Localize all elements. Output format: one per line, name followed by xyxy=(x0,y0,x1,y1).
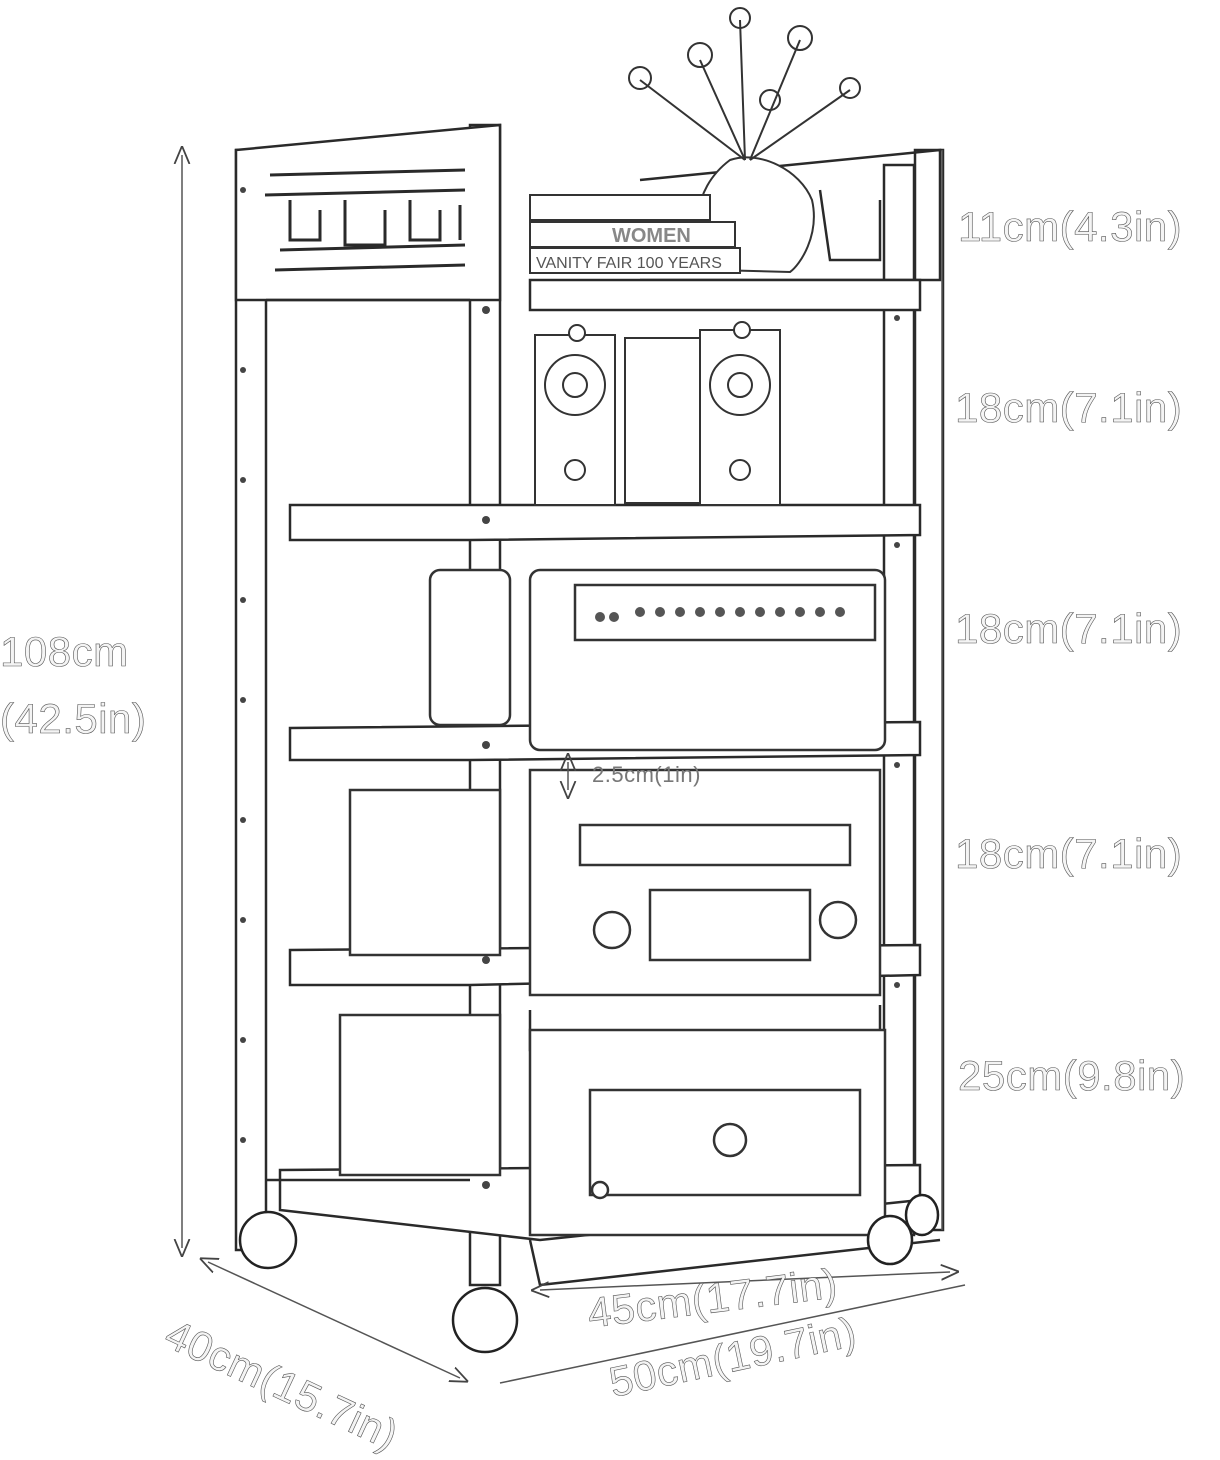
power-amplifier xyxy=(338,1013,887,1237)
shelf-gap-3-label: 18cm(7.1in) xyxy=(955,605,1183,653)
dimension-lines xyxy=(182,150,966,1384)
shelf-thickness-label: 2.5cm(1in) xyxy=(592,762,701,787)
guitar-amp-head xyxy=(428,568,887,752)
total-height-in-label: (42.5in) xyxy=(0,695,147,743)
books: WOMEN VANITY FAIR 100 YEARS xyxy=(529,194,741,274)
shelf-gap-1-label: 11cm(4.3in) xyxy=(958,203,1183,251)
post-holes xyxy=(240,187,900,1189)
shelf-gap-4-label: 18cm(7.1in) xyxy=(955,830,1183,878)
book-title-vanity-fair: VANITY FAIR 100 YEARS xyxy=(536,255,722,272)
inner-width-dimension-line xyxy=(540,1272,950,1290)
total-height-cm-label: 108cm xyxy=(0,628,129,676)
fretwork-pattern xyxy=(264,168,466,272)
book-title-women: WOMEN xyxy=(612,225,691,247)
depth-dimension-line xyxy=(208,1262,460,1378)
av-receiver xyxy=(348,768,882,997)
shelf-gap-5-label: 25cm(9.8in) xyxy=(958,1052,1186,1100)
speakers xyxy=(534,321,781,506)
outer-width-dimension-line xyxy=(499,1284,966,1384)
shelf-gap-2-label: 18cm(7.1in) xyxy=(955,384,1183,432)
